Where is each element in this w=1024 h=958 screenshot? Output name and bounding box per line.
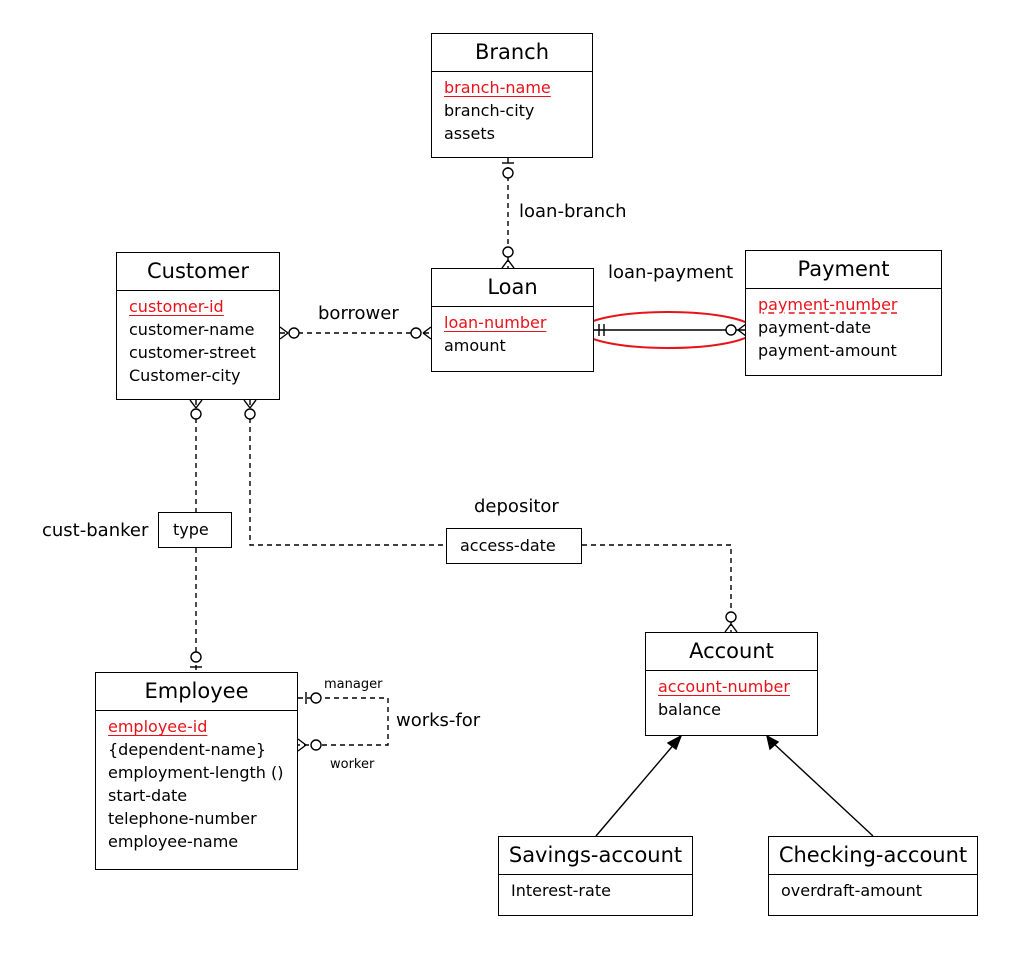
- checking-account-attributes: overdraft-amount: [769, 875, 977, 906]
- cust-banker-line: [189, 399, 203, 672]
- manager-role-label: manager: [324, 677, 383, 692]
- worker-role-label: worker: [330, 757, 375, 772]
- loan-branch-line: [501, 158, 515, 269]
- loan-payment-label: loan-payment: [608, 262, 734, 283]
- branch-attributes: branch-name branch-city assets: [432, 72, 592, 149]
- employment-length-attribute: employment-length (): [108, 763, 284, 782]
- savings-account-title: Savings-account: [499, 837, 692, 875]
- amount-attribute: amount: [444, 336, 506, 355]
- branch-entity[interactable]: Branch branch-name branch-city assets: [431, 33, 593, 158]
- loan-attributes: loan-number amount: [432, 307, 593, 361]
- branch-title: Branch: [432, 34, 592, 72]
- loan-branch-label: loan-branch: [519, 201, 627, 222]
- type-attribute: type: [173, 520, 209, 539]
- interest-rate-attribute: Interest-rate: [511, 881, 611, 900]
- savings-account-entity[interactable]: Savings-account Interest-rate: [498, 836, 693, 916]
- dependent-name-attribute: {dependent-name}: [108, 740, 267, 759]
- customer-street-attribute: customer-street: [129, 343, 256, 362]
- loan-title: Loan: [432, 269, 593, 307]
- account-number-attribute: account-number: [658, 677, 790, 696]
- access-date-attribute: access-date: [460, 536, 556, 555]
- loan-payment-line: [594, 323, 747, 337]
- payment-date-attribute: payment-date: [758, 318, 872, 337]
- depositor-line: [243, 399, 738, 633]
- employee-id-attribute: employee-id: [108, 717, 208, 736]
- checking-account-entity[interactable]: Checking-account overdraft-amount: [768, 836, 978, 916]
- loan-number-attribute: loan-number: [444, 313, 547, 332]
- savings-account-attributes: Interest-rate: [499, 875, 692, 906]
- payment-attributes: payment-number payment-date payment-amou…: [746, 289, 941, 366]
- cust-banker-attribute-box[interactable]: type: [158, 512, 232, 548]
- customer-attributes: customer-id customer-name customer-stree…: [117, 291, 279, 391]
- customer-city-attribute: Customer-city: [129, 366, 241, 385]
- loan-entity[interactable]: Loan loan-number amount: [431, 268, 594, 372]
- account-title: Account: [646, 633, 817, 671]
- customer-id-attribute: customer-id: [129, 297, 224, 316]
- checking-account-title: Checking-account: [769, 837, 977, 875]
- depositor-label: depositor: [474, 496, 559, 517]
- payment-entity[interactable]: Payment payment-number payment-date paym…: [745, 250, 942, 376]
- balance-attribute: balance: [658, 700, 721, 719]
- payment-title: Payment: [746, 251, 941, 289]
- employee-title: Employee: [96, 673, 297, 711]
- employee-name-attribute: employee-name: [108, 832, 239, 851]
- checking-isa-line: [765, 734, 874, 837]
- customer-name-attribute: customer-name: [129, 320, 255, 339]
- works-for-label: works-for: [396, 710, 481, 731]
- branch-city-attribute: branch-city: [444, 101, 535, 120]
- branch-name-attribute: branch-name: [444, 78, 551, 97]
- payment-number-attribute: payment-number: [758, 295, 898, 314]
- employee-entity[interactable]: Employee employee-id {dependent-name} em…: [95, 672, 298, 870]
- borrower-label: borrower: [318, 303, 399, 324]
- customer-entity[interactable]: Customer customer-id customer-name custo…: [116, 252, 280, 400]
- borrower-line: [279, 326, 432, 340]
- employee-attributes: employee-id {dependent-name} employment-…: [96, 711, 297, 857]
- start-date-attribute: start-date: [108, 786, 188, 805]
- customer-title: Customer: [117, 253, 279, 291]
- account-attributes: account-number balance: [646, 671, 817, 725]
- account-entity[interactable]: Account account-number balance: [645, 632, 818, 736]
- works-for-line: [297, 692, 389, 752]
- overdraft-amount-attribute: overdraft-amount: [781, 881, 923, 900]
- assets-attribute: assets: [444, 124, 495, 143]
- cust-banker-label: cust-banker: [42, 520, 149, 541]
- payment-amount-attribute: payment-amount: [758, 341, 897, 360]
- telephone-number-attribute: telephone-number: [108, 809, 257, 828]
- depositor-attribute-box[interactable]: access-date: [446, 528, 582, 564]
- savings-isa-line: [595, 734, 683, 837]
